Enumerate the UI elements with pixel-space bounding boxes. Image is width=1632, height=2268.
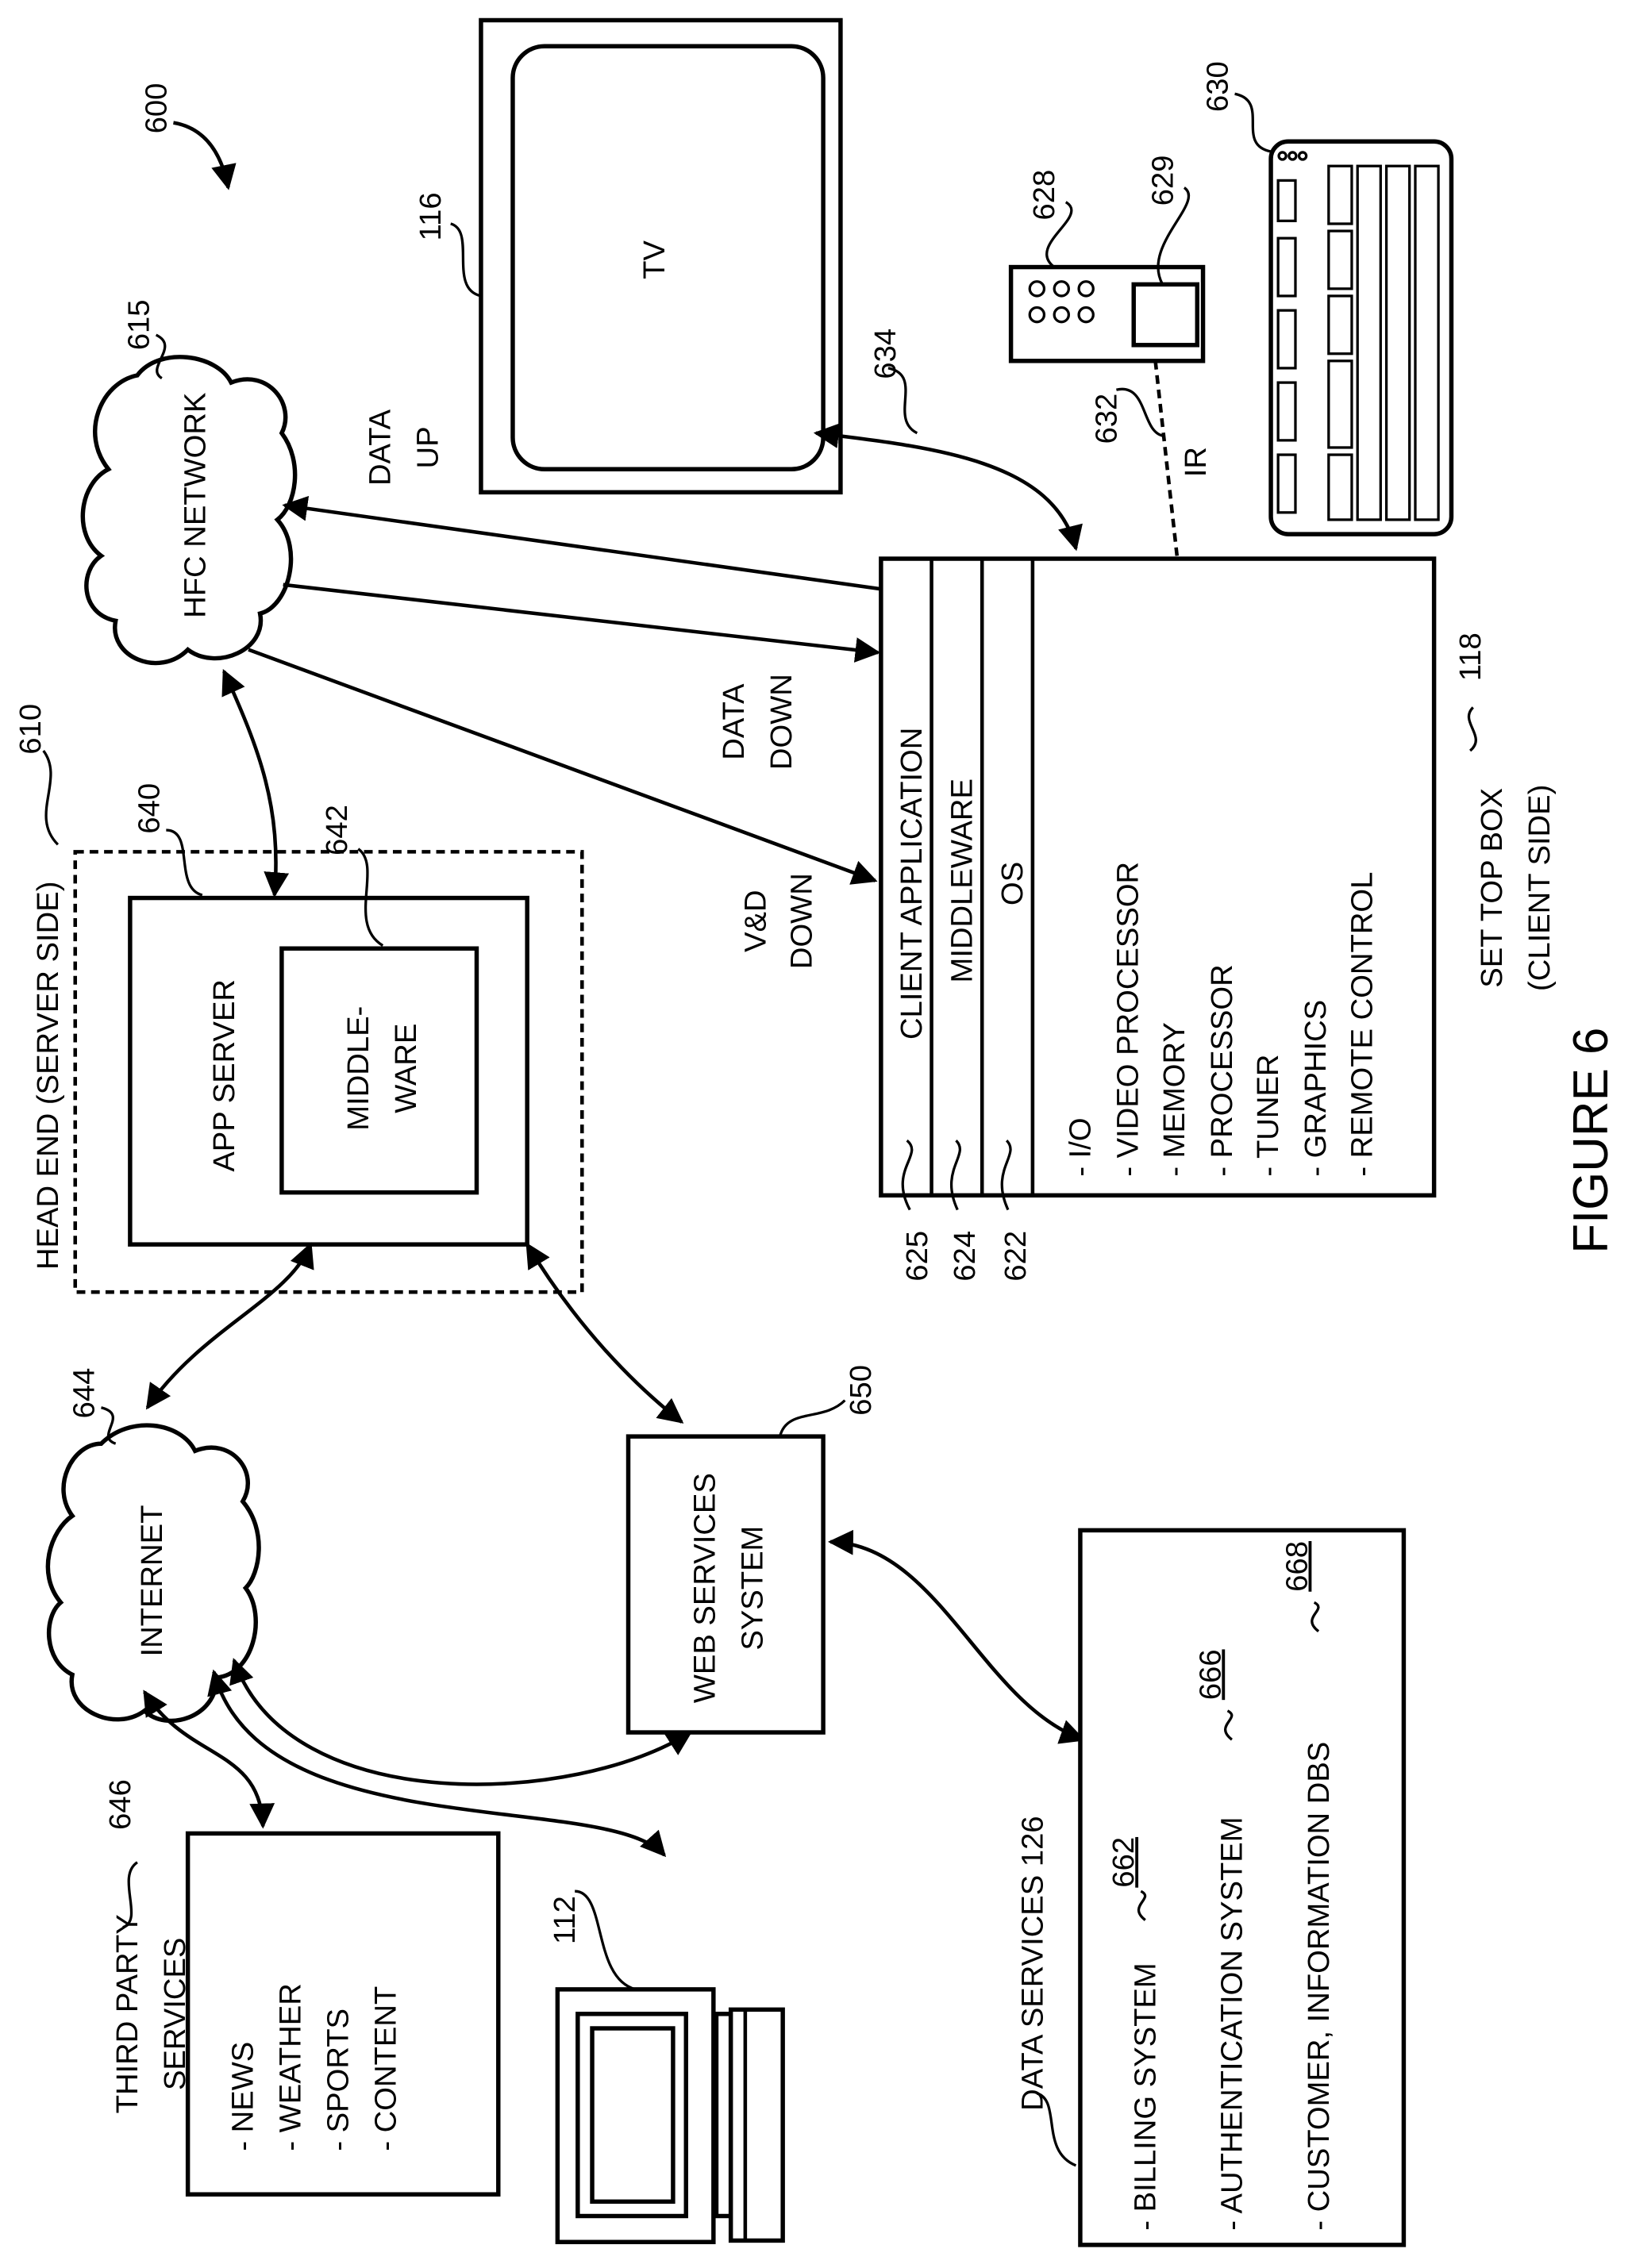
component-item: - REMOTE CONTROL [1345, 872, 1379, 1177]
ref-116: 116 [414, 192, 448, 240]
ref-118: 118 [1453, 632, 1488, 681]
ir-label: IR [1179, 447, 1213, 477]
hfc-network-label: HFC NETWORK [178, 392, 212, 618]
hfc-network-cloud: HFC NETWORK [83, 357, 294, 663]
web-services-system: WEB SERVICES SYSTEM [629, 1436, 824, 1732]
data-service-item: - BILLING SYSTEM [1129, 1962, 1163, 2230]
remote-screen [1134, 284, 1197, 344]
ref-666: 666 [1193, 1649, 1227, 1700]
data-down-label: DATA [717, 683, 751, 760]
vd-down-label-2: DOWN [785, 873, 819, 969]
ref-642: 642 [320, 805, 354, 855]
ref-646: 646 [103, 1779, 137, 1830]
set-top-box: CLIENT APPLICATION MIDDLEWARE OS - I/O -… [881, 559, 1434, 1195]
ref-630: 630 [1200, 61, 1234, 112]
stb-title-2: (CLIENT SIDE) [1522, 785, 1557, 991]
third-party-item: - CONTENT [369, 1986, 403, 2151]
ref-628: 628 [1027, 170, 1061, 221]
internet-third-party-arrow [144, 1692, 263, 1826]
internet-label: INTERNET [135, 1505, 169, 1657]
data-down-label-2: DOWN [764, 674, 799, 770]
tv-stb-arrow [816, 433, 1076, 549]
ref-629: 629 [1145, 156, 1180, 206]
web-services-label-2: SYSTEM [736, 1526, 770, 1651]
third-party-item: - WEATHER [274, 1983, 308, 2151]
middleware-label: MIDDLE- [341, 1006, 375, 1131]
component-item: - I/O [1064, 1117, 1098, 1176]
data-services-title: DATA SERVICES 126 [1016, 1816, 1050, 2110]
component-item: - MEMORY [1157, 1022, 1191, 1176]
component-item: - GRAPHICS [1299, 1000, 1333, 1177]
ir-link [1156, 361, 1177, 556]
ref-610: 610 [13, 704, 48, 755]
ref-600: 600 [139, 83, 173, 134]
head-end-label: HEAD END (SERVER SIDE) [31, 882, 65, 1270]
hfc-app-server-arrow [224, 671, 275, 895]
internet-app-server-arrow [148, 1244, 311, 1408]
ref-624: 624 [948, 1231, 982, 1282]
third-party-item: - SPORTS [321, 2009, 356, 2151]
keyboard [1271, 141, 1451, 534]
layer-middleware: MIDDLEWARE [945, 778, 979, 982]
third-party-item: - NEWS [226, 2042, 260, 2151]
app-server-web-services-arrow [527, 1244, 682, 1422]
ref-668: 668 [1280, 1541, 1314, 1592]
web-services-label: WEB SERVICES [688, 1473, 722, 1703]
third-party-title-2: SERVICES [158, 1938, 192, 2090]
personal-computer [557, 1989, 783, 2242]
ref-640: 640 [132, 783, 166, 834]
ref-662: 662 [1107, 1837, 1141, 1888]
tv-label: TV [637, 240, 672, 279]
middleware-label-2: WARE [389, 1024, 423, 1113]
ref-650: 650 [844, 1365, 878, 1416]
third-party-services: - NEWS - WEATHER - SPORTS - CONTENT [188, 1833, 498, 2194]
tv-device: TV [481, 20, 841, 492]
system-pointer-arrow [173, 123, 228, 188]
internet-web-services-arrow [234, 1660, 691, 1784]
data-up-label-2: UP [410, 426, 445, 468]
data-up-arrow [285, 505, 881, 590]
ref-644: 644 [67, 1368, 101, 1419]
internet-cloud: INTERNET [48, 1425, 259, 1720]
web-services-data-services-arrow [830, 1542, 1083, 1739]
app-server: APP SERVER MIDDLE- WARE [130, 898, 527, 1245]
data-down-arrow [283, 585, 879, 653]
layer-os: OS [995, 862, 1030, 905]
component-item: - PROCESSOR [1205, 964, 1239, 1176]
data-service-item: - AUTHENTICATION SYSTEM [1215, 1816, 1249, 2230]
ref-632: 632 [1089, 394, 1123, 444]
third-party-title: THIRD PARTY [110, 1914, 144, 2113]
app-server-label: APP SERVER [207, 979, 241, 1172]
ref-112: 112 [548, 1896, 582, 1944]
data-service-item: - CUSTOMER, INFORMATION DBS [1302, 1742, 1336, 2231]
component-item: - TUNER [1251, 1054, 1285, 1176]
server-middleware [282, 948, 477, 1192]
data-up-label: DATA [363, 409, 397, 486]
remote-control [1011, 267, 1203, 361]
vd-down-label: V&D [738, 890, 772, 952]
ref-625: 625 [900, 1231, 934, 1282]
ref-622: 622 [999, 1231, 1033, 1282]
figure-title: FIGURE 6 [1564, 1028, 1619, 1254]
layer-client-application: CLIENT APPLICATION [895, 728, 929, 1040]
component-item: - VIDEO PROCESSOR [1111, 862, 1145, 1177]
internet-computer-arrow [214, 1672, 664, 1855]
stb-title: SET TOP BOX [1475, 788, 1509, 988]
ref-615: 615 [122, 299, 156, 350]
